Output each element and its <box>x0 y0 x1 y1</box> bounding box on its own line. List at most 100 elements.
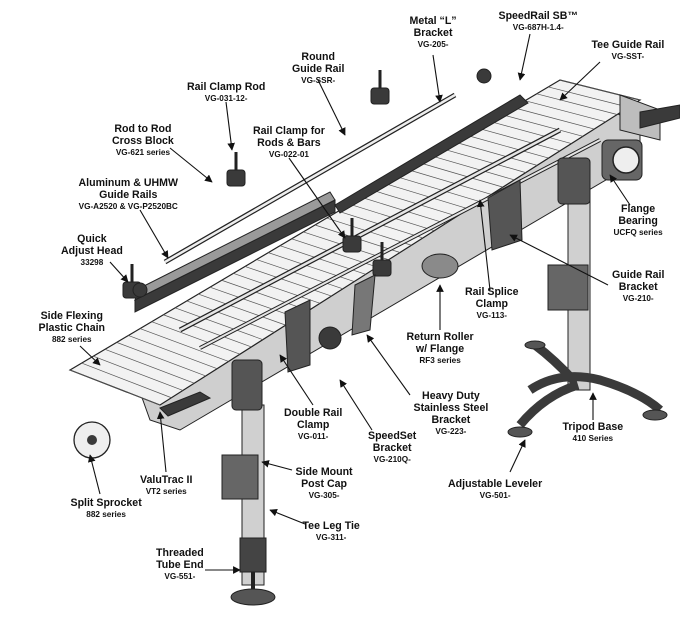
callout-arrow-rail-clamp-rod <box>225 101 235 151</box>
callout-title: Tripod Base <box>562 421 624 433</box>
callout-part-number: VG-687H-1.4- <box>512 22 564 32</box>
callout-title: Split Sprocket <box>70 497 142 509</box>
callout-arrow-rod-to-rod-cross-block <box>169 147 213 183</box>
chain-link <box>69 369 161 406</box>
chain-link <box>431 155 515 181</box>
chain-link <box>559 79 641 101</box>
callout-title: Rail Clamp for <box>253 125 325 137</box>
tripod-leveler-2 <box>642 409 668 421</box>
callout-title: Rod to Rod <box>114 123 172 135</box>
callout-part-number: UCFQ series <box>613 227 663 237</box>
callout-arrow-aluminum-uhmw-guide-rails <box>139 209 169 259</box>
callout-part-number: VT2 series <box>145 486 187 496</box>
chain-link <box>163 314 252 348</box>
legs <box>221 157 668 606</box>
threaded-tube-end-shape <box>239 537 267 573</box>
chain-link <box>209 286 298 319</box>
callout-title: Double Rail <box>284 407 343 419</box>
callout-title: Tee Leg Tie <box>302 520 360 532</box>
clamp-block <box>226 169 246 187</box>
split-sprocket-hub <box>87 435 97 445</box>
tee-guide-rail-long-hl <box>179 128 561 332</box>
tripod-arm-right <box>527 372 664 414</box>
hardware <box>73 68 643 459</box>
callout-part-number: VG-305- <box>308 490 340 500</box>
callout-title: Metal “L” <box>409 15 457 27</box>
callout-title: Threaded <box>156 547 204 559</box>
callout-title: Return Roller <box>406 331 474 343</box>
callout-title: Rods & Bars <box>257 136 321 149</box>
rear-guide-rail-bracket-block <box>547 264 589 311</box>
callout-title: Bearing <box>618 214 658 227</box>
callout-title: Tee Guide Rail <box>591 39 665 51</box>
valutrac-rail <box>159 391 212 417</box>
chain-link <box>454 141 538 166</box>
guide-rails <box>134 92 601 350</box>
callout-part-number: VG-501- <box>479 490 511 500</box>
tripod-arm-front <box>516 380 580 428</box>
callout-title: Guide Rail <box>612 269 665 281</box>
callout-title: SpeedSet <box>368 430 417 442</box>
callout-title: Heavy Duty <box>422 390 480 402</box>
quick-adjust-head-knob <box>132 282 148 298</box>
callout-title: Quick <box>77 233 107 245</box>
callout-arrow-metal-l-bracket <box>432 54 443 103</box>
callout-title: Bracket <box>413 26 453 39</box>
callout-arrow-valutrac-ii <box>156 411 167 473</box>
chain-link <box>513 107 595 130</box>
clamp-block <box>372 259 392 277</box>
callout-arrow-rail-clamp-for-rods <box>288 157 346 239</box>
callout-part-number: VG-022-01 <box>268 149 309 159</box>
tripod-leveler-1 <box>507 426 533 438</box>
callout-part-number: RF3 series <box>419 355 461 365</box>
speedrail-strip <box>334 94 529 214</box>
callout-arrow-side-mount-post-cap <box>261 460 293 471</box>
chain-link <box>81 362 172 399</box>
callout-title: w/ Flange <box>415 342 465 355</box>
callout-arrow-rail-splice-clamp <box>476 199 491 291</box>
callout-arrow-speedrail-sb <box>517 33 531 81</box>
chain-link <box>151 321 241 355</box>
callout-title: Guide Rails <box>99 188 158 201</box>
chain-link <box>233 273 321 304</box>
chain-link <box>478 127 561 152</box>
chain-link <box>93 355 183 391</box>
callout-part-number: VG-311- <box>315 532 347 542</box>
chain-link <box>256 259 343 290</box>
callout-part-number: VG-621 series <box>115 147 170 157</box>
chain-link <box>373 190 458 217</box>
callout-part-number: VG-223- <box>435 426 467 436</box>
callout-arrow-tee-guide-rail <box>559 61 601 101</box>
callout-part-number: VG-SSR- <box>301 75 336 85</box>
callout-arrow-guide-rail-bracket <box>509 234 609 286</box>
chain-link <box>244 266 332 297</box>
chain-link <box>536 93 618 115</box>
chain-link <box>186 300 275 333</box>
callout-title: Bracket <box>431 413 471 426</box>
callout-arrow-side-flexing-plastic-chain <box>79 345 101 366</box>
chain-link <box>408 169 492 195</box>
rear-leg-post-cap <box>557 157 591 205</box>
callout-arrow-round-guide-rail <box>317 79 346 136</box>
chain-link <box>128 335 218 370</box>
end-cap-disk <box>318 326 342 350</box>
callout-arrow-split-sprocket <box>87 454 101 495</box>
callout-title: Post Cap <box>301 477 347 490</box>
double-rail-clamp-bracket <box>284 299 311 373</box>
chain-link <box>396 176 481 203</box>
clamp-block <box>370 87 390 105</box>
callout-part-number: VG-210Q- <box>373 454 411 464</box>
callout-part-number: VG-551- <box>164 571 196 581</box>
